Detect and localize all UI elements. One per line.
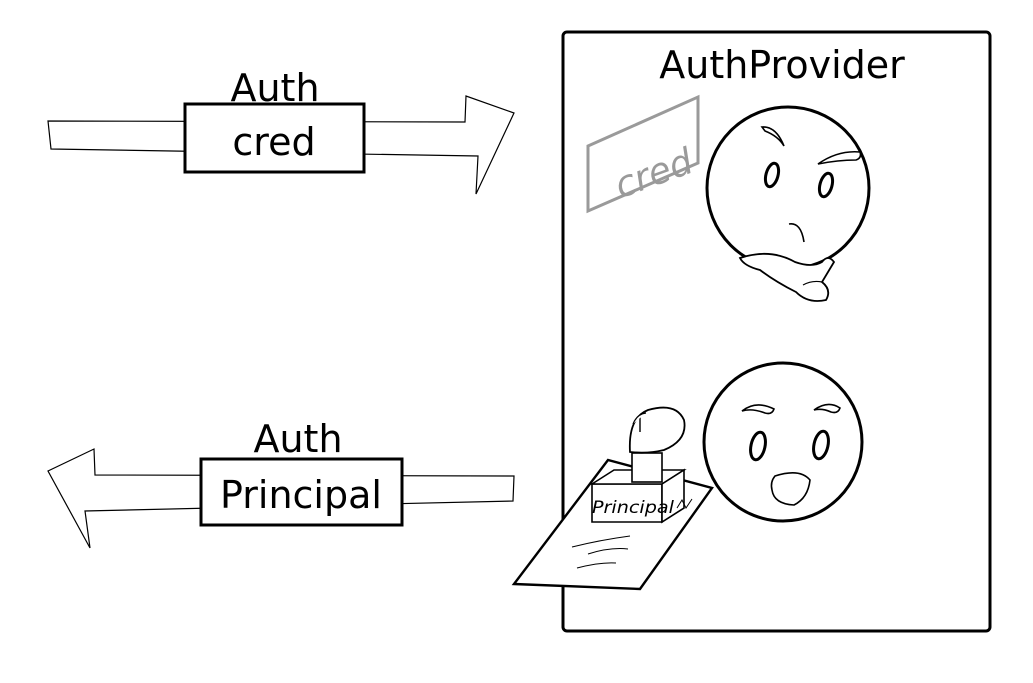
request-label-box [183, 102, 366, 174]
stamp-mark [676, 498, 693, 509]
thinking-face-icon [705, 105, 871, 302]
request-label: cred [232, 120, 315, 164]
credential-card-icon [586, 94, 700, 214]
stamp-text: Principal [592, 498, 674, 518]
response-label: Principal [220, 473, 382, 517]
provider-title: AuthProvider [659, 43, 905, 87]
response-heading: Auth [253, 417, 342, 461]
happy-face-icon [702, 361, 864, 523]
provider-box [561, 30, 992, 633]
response-label-box [199, 457, 404, 527]
stamp-icon [589, 406, 687, 524]
